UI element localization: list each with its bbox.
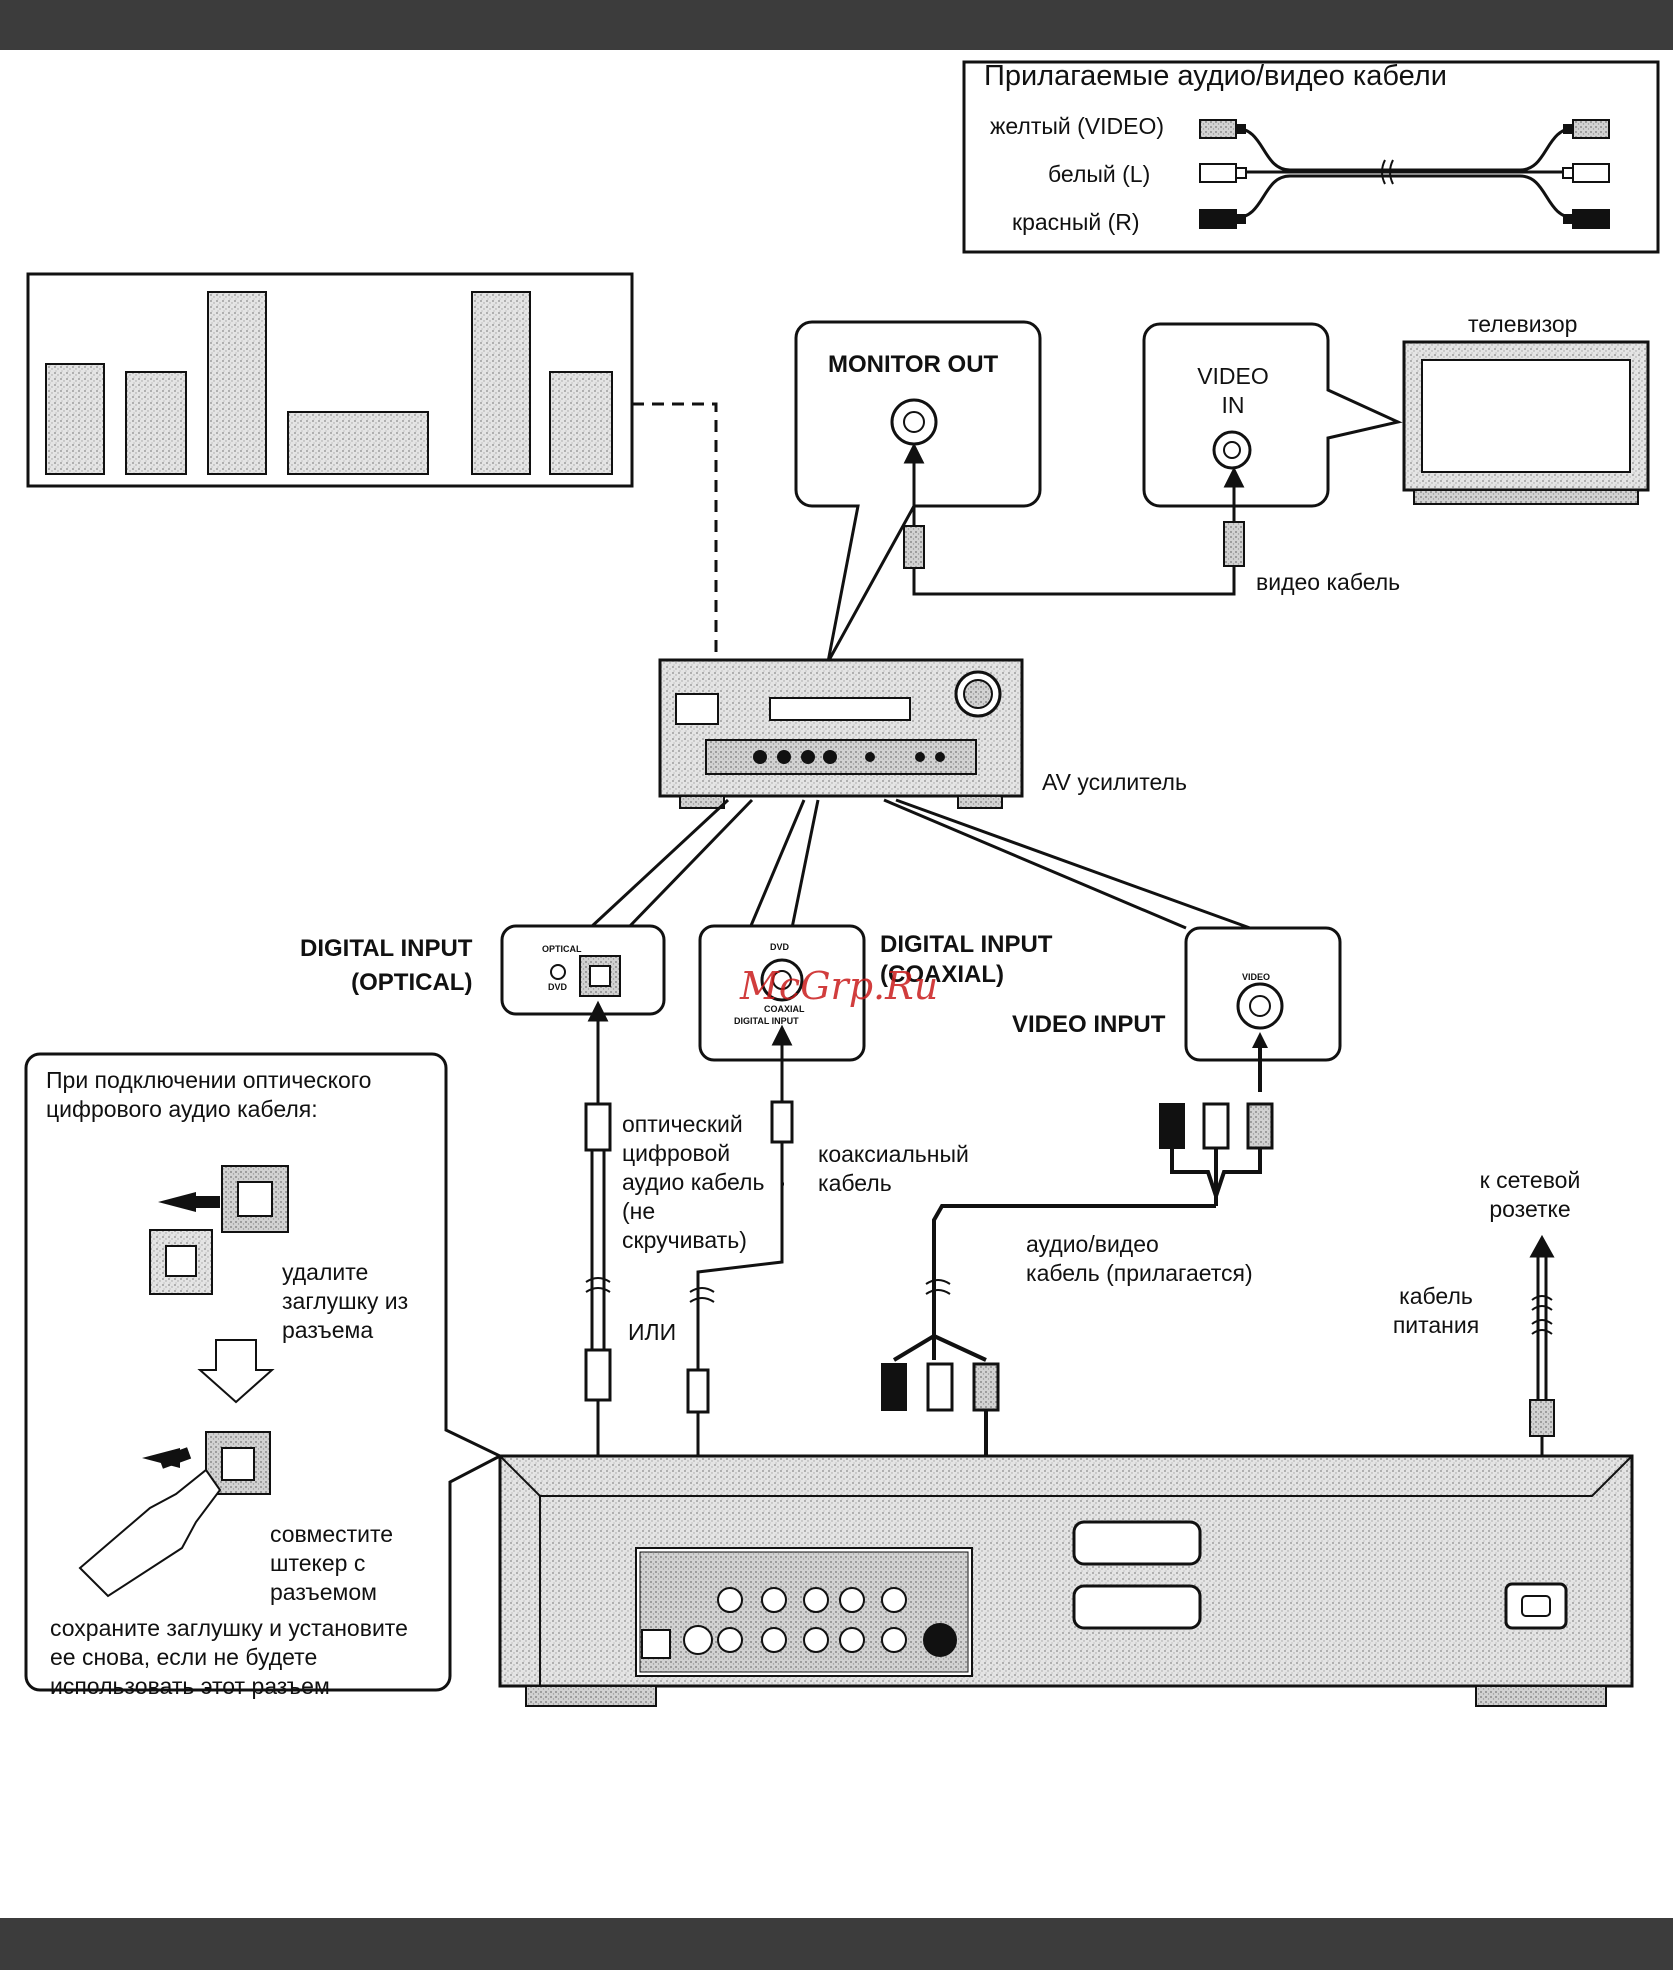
white-plug-icon (1202, 1102, 1230, 1150)
yellow-cable-label: желтый (VIDEO) (990, 113, 1165, 139)
coaxial-output-icon (683, 1625, 713, 1655)
scart-connector-icon (1072, 1520, 1202, 1566)
coaxial-panel-bottom-label: DIGITAL INPUT (734, 1016, 799, 1026)
video-cable-label: видео кабель (1256, 569, 1401, 595)
video-input-panel (1184, 926, 1342, 1062)
optical-plug-illustration (78, 1468, 222, 1598)
center-speaker-icon (287, 411, 429, 475)
coaxial-input-panel (698, 924, 866, 1062)
watermark: McGrp.Ru (740, 964, 939, 1008)
optical-panel-bottom-label: DVD (548, 982, 568, 992)
yellow-plug-icon (972, 1362, 1000, 1412)
optical-cable (585, 1000, 663, 1528)
yellow-plug-icon (1246, 1102, 1274, 1150)
speaker-icon (45, 363, 105, 475)
av-amplifier-icon (658, 658, 1024, 809)
video-in-label: VIDEO IN (1197, 363, 1269, 418)
scart-connector-icon (1072, 1584, 1202, 1630)
optical-output-icon (641, 1629, 671, 1659)
plug-red-left-icon (1199, 209, 1246, 229)
supplied-cables-title: Прилагаемые аудио/видео кабели (984, 60, 1447, 92)
or-label: ИЛИ (628, 1319, 677, 1345)
optical-note-box (24, 1052, 504, 1692)
monitor-out-label: MONITOR OUT (828, 351, 999, 378)
note-step2: совместите штекер с разъемом (270, 1521, 394, 1605)
speaker-dashed-link (632, 402, 718, 660)
plug-white-right-icon (1562, 163, 1610, 183)
optical-input-panel (500, 924, 666, 1016)
av-cable-illustration (1234, 126, 1576, 220)
plug-red-right-icon (1563, 209, 1610, 229)
optical-cable-label: оптический цифровой аудио кабель (не скр… (622, 1111, 765, 1253)
plug-yellow-right-icon (1563, 119, 1610, 139)
digital-coaxial-label: DIGITAL INPUT (COAXIAL) (880, 931, 1053, 988)
speaker-icon (125, 371, 187, 475)
video-cable (903, 442, 1245, 596)
speaker-icon (471, 291, 531, 475)
tv-label: телевизор (1468, 311, 1578, 337)
av-amplifier-label: AV усилитель (1042, 769, 1187, 795)
speakers-box (26, 272, 634, 488)
video-output-icon (881, 1587, 907, 1613)
tv-icon (1402, 340, 1650, 505)
video-plug-icon (1223, 521, 1245, 567)
s-video-output-icon (923, 1623, 957, 1657)
power-outlet-label: к сетевой розетке (1479, 1167, 1581, 1222)
power-plug-icon (1529, 1399, 1555, 1437)
coaxial-cable-label: коаксиальный кабель (818, 1141, 969, 1196)
coaxial-plug-icon (686, 1368, 710, 1414)
note-step1: удалите заглушку из разъема (282, 1259, 409, 1343)
coaxial-panel-mid-label: COAXIAL (764, 1004, 805, 1014)
white-plug-icon (926, 1362, 954, 1412)
top-bar (0, 0, 1673, 50)
plug-yellow-left-icon (1199, 119, 1246, 139)
monitor-out-callout (794, 320, 1042, 663)
amplifier-callout-lines (588, 798, 1251, 930)
speaker-icon (207, 291, 267, 475)
optical-plug-icon (584, 1102, 612, 1152)
power-cable-label: кабель питания (1392, 1283, 1480, 1338)
supplied-cables-box (962, 60, 1660, 254)
video-input-label: VIDEO INPUT (1012, 1011, 1166, 1038)
arrow-down-icon (197, 1339, 275, 1404)
video-in-callout (1142, 322, 1403, 508)
av-cable-label: аудио/видео кабель (прилагается) (1026, 1231, 1253, 1286)
speaker-icon (549, 371, 613, 475)
red-plug-icon (881, 1363, 907, 1411)
red-plug-icon (1159, 1103, 1185, 1149)
note-footer: сохраните заглушку и установите ее снова… (50, 1615, 408, 1699)
coaxial-panel-top-label: DVD (770, 942, 790, 952)
red-cable-label: красный (R) (1012, 209, 1140, 235)
video-panel-top-label: VIDEO (1242, 972, 1271, 982)
plug-white-left-icon (1199, 163, 1247, 183)
arrow-left-icon (158, 1192, 196, 1212)
bottom-bar (0, 1918, 1673, 1970)
white-cable-label: белый (L) (1048, 161, 1151, 187)
digital-optical-label: DIGITAL INPUT (OPTICAL) (300, 935, 473, 996)
note-heading: При подключении оптического цифрового ау… (46, 1067, 372, 1122)
optical-panel-top-label: OPTICAL (542, 944, 582, 954)
dvd-player-rear-panel (498, 1454, 1634, 1707)
coaxial-plug-icon (770, 1100, 794, 1144)
optical-plug-icon (584, 1348, 612, 1402)
video-plug-icon (903, 525, 925, 569)
